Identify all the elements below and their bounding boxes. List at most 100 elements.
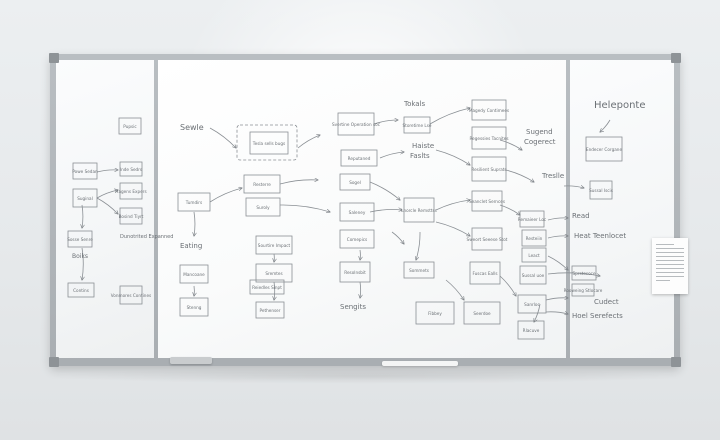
diagram-arrow bbox=[279, 204, 330, 212]
diagram-box-label: Mancoane bbox=[183, 272, 205, 277]
label-cudect: Cudect bbox=[594, 298, 619, 306]
diagram-box-label: Seerdoe bbox=[473, 311, 491, 316]
diagram-box-label: Rlacuve bbox=[523, 328, 540, 333]
frame-corner-top-left bbox=[49, 53, 59, 63]
diagram-box bbox=[339, 261, 371, 283]
frame-corner-top-right bbox=[671, 53, 681, 63]
diagram-box-label: Regessies Tacnites bbox=[469, 136, 508, 141]
diagram-arrow bbox=[297, 135, 320, 149]
diagram-box bbox=[517, 320, 545, 340]
diagram-box-label: Suroly bbox=[256, 205, 270, 210]
diagram-box bbox=[589, 180, 613, 200]
diagram-box-label: Resterre bbox=[253, 182, 271, 187]
diagram-box-label: Sogel bbox=[349, 180, 361, 185]
diagram-box bbox=[519, 265, 547, 285]
label-sewle: Sewle bbox=[180, 123, 204, 132]
diagram-arrow bbox=[416, 231, 421, 260]
diagram-box-label: Sommets bbox=[409, 268, 429, 273]
diagram-box-label: Sourtire Impact bbox=[258, 243, 291, 248]
diagram-box-label: Resilient Suprats bbox=[471, 167, 506, 172]
frame-corner-bottom-left bbox=[49, 357, 59, 367]
diagram-box-label: Seanclet Sernces bbox=[469, 199, 505, 204]
diagram-box bbox=[471, 190, 503, 212]
diagram-box-label: Reputaned bbox=[348, 156, 371, 161]
diagram-arrow bbox=[96, 170, 118, 173]
eraser[interactable] bbox=[170, 357, 212, 364]
diagram-box bbox=[67, 230, 93, 248]
diagram-box bbox=[340, 149, 378, 167]
diagram-box-label: Sremtes bbox=[265, 271, 282, 276]
diagram-arrow bbox=[209, 127, 236, 148]
diagram-box-label: Svertine Operation soc bbox=[332, 122, 381, 127]
diagram-box bbox=[403, 197, 435, 223]
pinned-paper-note[interactable] bbox=[652, 238, 688, 294]
diagram-box bbox=[521, 247, 547, 263]
whiteboard-frame bbox=[49, 53, 681, 367]
diagram-arrow bbox=[209, 188, 242, 203]
diagram-box-label: Inde Sedrs bbox=[120, 167, 142, 172]
diagram-arrow bbox=[505, 169, 534, 182]
diagram-box bbox=[415, 301, 455, 325]
diagram-box-label: Rooweing Stlocare bbox=[564, 288, 603, 293]
diagram-arrow bbox=[435, 200, 470, 211]
diagram-box-label: Tumdirs bbox=[185, 200, 202, 205]
diagram-box-label: Sprstesoce bbox=[572, 271, 595, 276]
diagram-box-label: Sussal uoe bbox=[522, 273, 545, 278]
diagram-arrow bbox=[369, 181, 400, 200]
diagram-box bbox=[118, 117, 142, 135]
diagram-arrow bbox=[563, 186, 584, 188]
label-hoel-serefects: Hoel Serefects bbox=[572, 312, 623, 320]
label-heat-teenloect: Heat Teenlocet bbox=[574, 232, 626, 240]
whiteboard-panel-center bbox=[158, 60, 566, 358]
diagram-arrow bbox=[547, 255, 568, 270]
diagram-box bbox=[471, 126, 507, 150]
diagram-box bbox=[517, 294, 547, 314]
diagram-box bbox=[339, 202, 375, 222]
diagram-box bbox=[179, 264, 209, 284]
label-eating: Eating bbox=[180, 242, 202, 250]
diagram-arrow bbox=[279, 180, 318, 185]
diagram-arrow bbox=[547, 272, 600, 276]
diagram-box bbox=[403, 261, 435, 279]
label-fasits: Faslts bbox=[410, 152, 430, 160]
label-boiks: Boiks bbox=[72, 253, 88, 260]
diagram-arrow bbox=[499, 139, 522, 150]
diagram-box-label: Vonmores Contines bbox=[111, 293, 151, 298]
diagram-box-label: Reiedles Sinpt bbox=[252, 285, 282, 290]
diagram-arrow bbox=[499, 275, 516, 296]
diagram-box-label: Contins bbox=[73, 288, 89, 293]
diagram-box-label: Suginal bbox=[77, 196, 93, 201]
diagram-arrow bbox=[499, 204, 520, 215]
diagram-box-label: Storetime Lse bbox=[403, 123, 432, 128]
label-dunotrited: Dunotrited Expanned bbox=[120, 234, 173, 240]
diagram-arrow bbox=[545, 298, 568, 301]
diagram-box bbox=[67, 282, 95, 298]
diagram-box bbox=[249, 279, 285, 295]
diagram-box-label: Sweort Seeese Stot bbox=[467, 237, 508, 242]
diagram-arrow bbox=[373, 120, 398, 125]
diagram-box bbox=[339, 229, 375, 249]
diagram-arrow bbox=[82, 247, 83, 280]
dashed-box bbox=[236, 124, 298, 161]
diagram-arrow bbox=[429, 108, 470, 125]
diagram-box bbox=[471, 99, 507, 121]
label-tokals: Tokals bbox=[403, 100, 426, 108]
diagram-box bbox=[469, 261, 501, 285]
diagram-box bbox=[255, 301, 285, 319]
diagram-box-label: Endecer Corgane bbox=[586, 147, 622, 152]
label-haiste: Haiste bbox=[412, 142, 434, 150]
label-trestle: Treslle bbox=[541, 172, 564, 180]
diagram-arrow bbox=[96, 197, 118, 214]
diagram-box-label: Magedy Contimees bbox=[469, 108, 509, 113]
diagram-arrow bbox=[547, 218, 568, 221]
label-top-right: Heleponte bbox=[594, 100, 645, 111]
diagram-box bbox=[119, 182, 143, 200]
diagram-arrow bbox=[360, 281, 361, 298]
diagram-box-label: Resolnsbit bbox=[344, 270, 366, 275]
diagram-box-label: Saleney bbox=[349, 210, 366, 215]
diagram-box-label: Tesla sells bugs bbox=[252, 141, 285, 146]
board-shadow bbox=[40, 368, 690, 384]
diagram-arrow bbox=[435, 221, 470, 236]
